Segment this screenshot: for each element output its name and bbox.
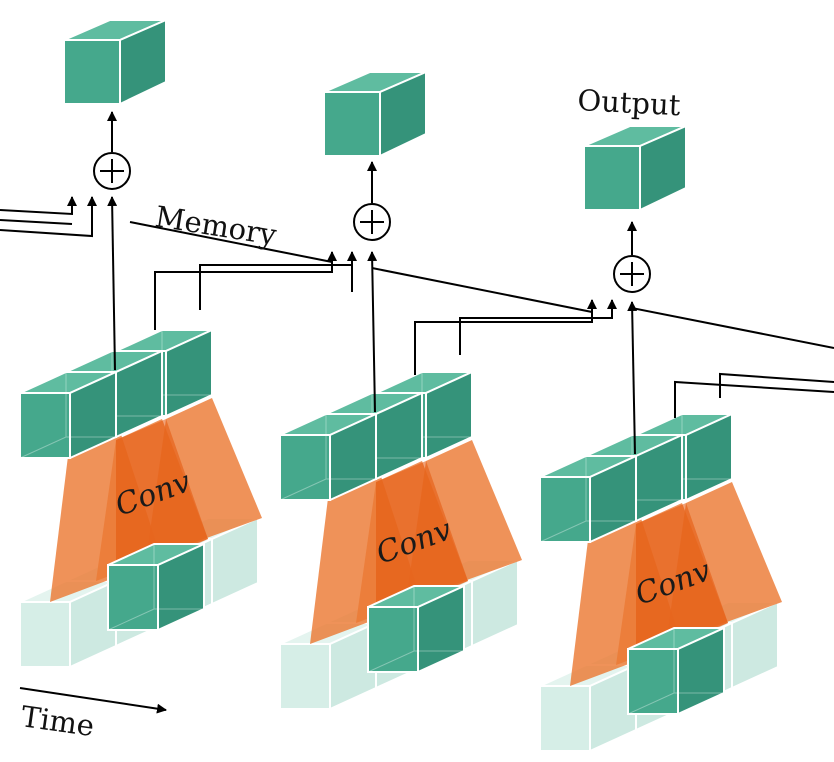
circle-plus-icon xyxy=(353,203,391,241)
output-connections xyxy=(107,111,638,455)
circle-plus-icon xyxy=(613,255,651,293)
output-cube-3 xyxy=(583,124,687,212)
output-cube-2 xyxy=(323,70,427,158)
time-arrow xyxy=(19,687,167,714)
memory-label: Memory xyxy=(153,199,279,252)
output-label: Output xyxy=(577,83,682,122)
memory-lines xyxy=(0,196,834,418)
output-cube-1 xyxy=(63,18,167,106)
time-label: Time xyxy=(19,699,96,743)
circle-plus-icon xyxy=(93,152,131,190)
